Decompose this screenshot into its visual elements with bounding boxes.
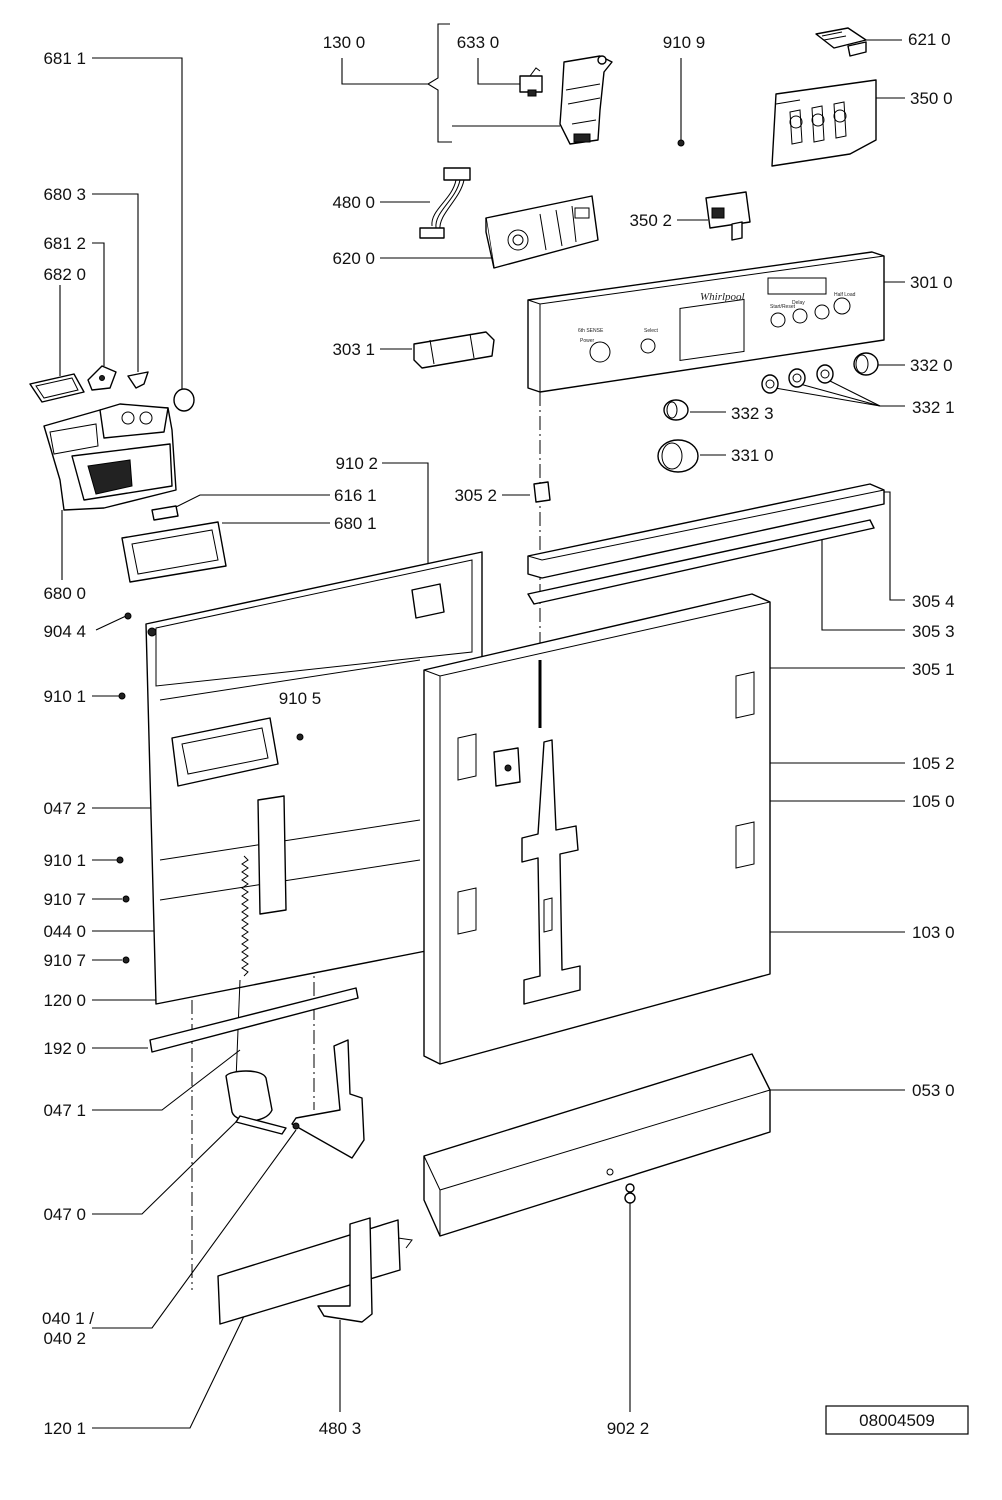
callout-682-0: 682 0 <box>43 265 86 284</box>
part-350-0-keypad-board <box>771 79 877 167</box>
callout-910-1-a: 910 1 <box>43 687 86 706</box>
callout-103-0: 103 0 <box>912 923 955 942</box>
callout-120-0: 120 0 <box>43 991 86 1010</box>
callout-681-2: 681 2 <box>43 234 86 253</box>
part-305-4-trim <box>527 483 885 579</box>
part-301-0-control-panel: Whirlpool 6th SENSE Power Select Start/R… <box>527 251 885 393</box>
callout-620-0: 620 0 <box>332 249 375 268</box>
part-681-1-cap <box>173 388 195 412</box>
callout-047-0: 047 0 <box>43 1205 86 1224</box>
part-616-1-latch <box>151 505 179 521</box>
callout-040-2: 040 2 <box>43 1329 86 1348</box>
part-910-9-screw <box>677 139 685 147</box>
panel-small-5: Delay <box>792 300 805 306</box>
callout-910-9: 910 9 <box>663 33 706 52</box>
part-621-0-board <box>815 27 867 57</box>
part-633-0-switch <box>519 67 543 97</box>
callout-480-3: 480 3 <box>319 1419 362 1438</box>
part-130-0-door-lock <box>559 55 613 145</box>
callout-105-0: 105 0 <box>912 792 955 811</box>
callout-681-1: 681 1 <box>43 49 86 68</box>
callout-633-0: 633 0 <box>457 33 500 52</box>
part-332-0-knob <box>853 352 879 376</box>
panel-small-6: Half Load <box>834 292 856 298</box>
part-902-2-screw <box>624 1183 636 1204</box>
part-120-0-inner-door <box>145 551 483 1005</box>
callout-301-0: 301 0 <box>910 273 953 292</box>
callout-910-5: 910 5 <box>279 689 322 708</box>
callout-303-1: 303 1 <box>332 340 375 359</box>
part-305-3-trim <box>527 519 875 605</box>
part-682-0-gasket <box>29 373 85 403</box>
part-192-0-strip <box>149 987 359 1053</box>
part-040-1-hinge-bracket <box>291 1039 365 1159</box>
panel-brand: Whirlpool <box>700 291 745 303</box>
part-105-2-bracket <box>493 747 521 787</box>
callout-480-0: 480 0 <box>332 193 375 212</box>
panel-small-1: 6th SENSE <box>578 328 604 334</box>
callout-350-0: 350 0 <box>910 89 953 108</box>
callout-labels: 681 1 130 0 633 0 910 9 621 0 350 0 680 … <box>42 30 955 1438</box>
part-680-3-spring <box>127 371 149 389</box>
part-680-1-seal <box>121 521 227 583</box>
callout-305-3: 305 3 <box>912 622 955 641</box>
part-480-0-wire-harness <box>419 167 471 239</box>
part-350-2-module <box>705 191 751 241</box>
part-303-1-bracket <box>413 331 495 369</box>
callout-680-1: 680 1 <box>334 514 377 533</box>
callout-044-0: 044 0 <box>43 922 86 941</box>
callout-053-0: 053 0 <box>912 1081 955 1100</box>
callout-305-2: 305 2 <box>454 486 497 505</box>
callout-105-2: 105 2 <box>912 754 955 773</box>
callout-047-2: 047 2 <box>43 799 86 818</box>
drawing-id-box: 08004509 <box>825 1405 969 1435</box>
callout-910-1-b: 910 1 <box>43 851 86 870</box>
callout-192-0: 192 0 <box>43 1039 86 1058</box>
callout-350-2: 350 2 <box>629 211 672 230</box>
callout-047-1: 047 1 <box>43 1101 86 1120</box>
part-103-0-outer-door <box>423 593 771 1065</box>
callout-902-2: 902 2 <box>607 1419 650 1438</box>
part-332-3-button <box>663 399 689 421</box>
callout-910-7-a: 910 7 <box>43 890 86 909</box>
part-331-0-knob <box>657 439 699 473</box>
screws-left <box>116 612 132 964</box>
part-681-2-lever <box>87 365 117 391</box>
part-047-0-hinge <box>225 1070 287 1135</box>
panel-small-2: Power <box>580 338 595 344</box>
callout-616-1: 616 1 <box>334 486 377 505</box>
callout-910-7-b: 910 7 <box>43 951 86 970</box>
callout-120-1: 120 1 <box>43 1419 86 1438</box>
part-680-0-dispenser <box>43 403 177 511</box>
part-053-0-kick-plate <box>423 1053 771 1237</box>
callout-680-0: 680 0 <box>43 584 86 603</box>
part-105-0-reinforcement <box>521 739 581 1005</box>
callout-040-1: 040 1 / <box>42 1309 94 1328</box>
callout-332-3: 332 3 <box>731 404 774 423</box>
part-305-2-clip <box>533 481 551 503</box>
panel-small-4: Start/Reset <box>770 304 796 310</box>
callout-904-4: 904 4 <box>43 622 86 641</box>
callout-621-0: 621 0 <box>908 30 951 49</box>
part-620-0-control-module <box>485 195 599 269</box>
part-332-1-buttons <box>761 364 834 394</box>
part-120-1-bottom-strip <box>217 1219 413 1325</box>
callout-130-0: 130 0 <box>323 33 366 52</box>
callout-332-0: 332 0 <box>910 356 953 375</box>
callout-910-2: 910 2 <box>335 454 378 473</box>
callout-305-1: 305 1 <box>912 660 955 679</box>
part-480-3-bracket <box>317 1217 373 1323</box>
callout-680-3: 680 3 <box>43 185 86 204</box>
callout-305-4: 305 4 <box>912 592 955 611</box>
panel-small-3: Select <box>644 328 659 334</box>
callout-331-0: 331 0 <box>731 446 774 465</box>
callout-332-1: 332 1 <box>912 398 955 417</box>
drawing-id: 08004509 <box>859 1411 935 1430</box>
